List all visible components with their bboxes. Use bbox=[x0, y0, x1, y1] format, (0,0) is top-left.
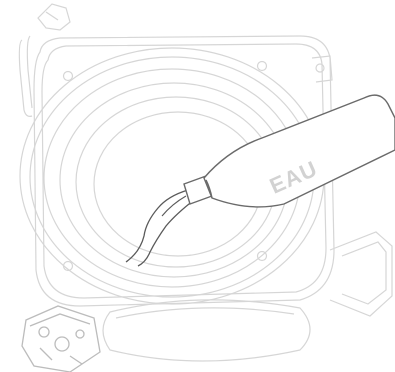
screw-top-left bbox=[64, 72, 73, 81]
screw-top-right bbox=[258, 62, 267, 71]
water-bottle: EAU bbox=[184, 95, 395, 207]
screw-ear bbox=[316, 64, 324, 72]
